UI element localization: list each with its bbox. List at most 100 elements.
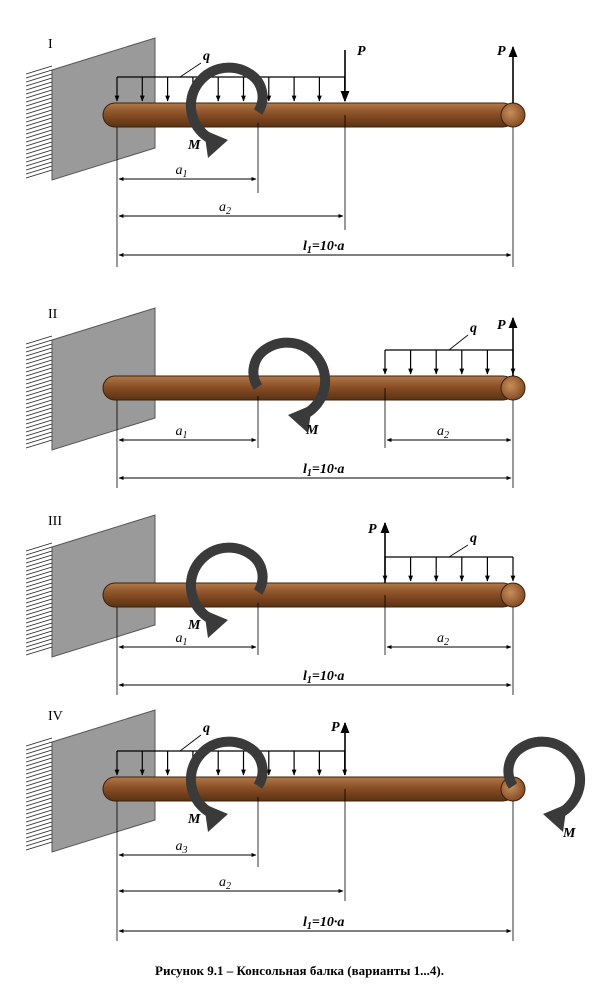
moment-label: M — [305, 423, 319, 438]
dimension: l1=10·a — [118, 669, 512, 687]
hatch-line — [25, 375, 53, 385]
hatch-line — [25, 335, 53, 345]
q-label: q — [203, 721, 210, 736]
hatch-line — [25, 65, 53, 75]
panel-numeral: II — [48, 307, 58, 322]
hatch-line — [25, 785, 53, 795]
dimension: a1 — [118, 424, 257, 442]
hatch-line — [25, 73, 53, 83]
hatch-line — [25, 829, 53, 839]
hatch-line — [25, 419, 53, 429]
hatch-line — [25, 797, 53, 807]
fixed-support — [25, 709, 156, 853]
hatch-line — [25, 141, 53, 151]
dimension-sub: 1 — [183, 169, 188, 180]
hatch-line — [25, 69, 53, 79]
hatch-line — [25, 125, 53, 135]
dimension-suffix: =10·a — [312, 462, 344, 477]
dimension-sub: 1 — [307, 675, 312, 686]
dimension-main: a — [437, 424, 444, 439]
beam — [102, 375, 526, 401]
dimension-sub: 1 — [307, 921, 312, 932]
hatch-line — [25, 439, 53, 449]
figure-caption: Рисунок 9.1 – Консольная балка (варианты… — [155, 963, 444, 978]
dimension-sub: 2 — [444, 430, 449, 441]
moment-arrowhead — [543, 804, 567, 832]
hatch-line — [25, 435, 53, 445]
hatch-line — [25, 415, 53, 425]
q-leader — [179, 62, 202, 78]
q-label: q — [470, 531, 477, 546]
moment-label: M — [187, 618, 201, 633]
hatch-line — [25, 626, 53, 636]
hatch-line — [25, 578, 53, 588]
moment-arc — [185, 542, 268, 627]
moment-arc — [185, 62, 268, 147]
dimension-label: a1 — [176, 424, 188, 441]
dimension-label: a3 — [176, 839, 188, 856]
beam-body — [102, 776, 516, 802]
dimension: a2 — [118, 875, 344, 893]
hatch-line — [25, 157, 53, 167]
dimension-label: a2 — [437, 424, 449, 441]
beam-body — [102, 102, 516, 128]
hatch-line — [25, 749, 53, 759]
dimension-main: a — [176, 424, 183, 439]
hatch-line — [25, 363, 53, 373]
hatch-line — [25, 606, 53, 616]
moment-label: M — [187, 812, 201, 827]
beam — [102, 582, 526, 608]
force-label: P — [497, 318, 506, 333]
moment-arc — [248, 337, 331, 422]
hatch-line — [25, 761, 53, 771]
hatch-line — [25, 85, 53, 95]
hatch-line — [25, 550, 53, 560]
hatch-line — [25, 622, 53, 632]
hatch-line — [25, 153, 53, 163]
hatch-line — [25, 113, 53, 123]
dimension-sub: 1 — [183, 430, 188, 441]
hatch-line — [25, 161, 53, 171]
force-label: P — [368, 522, 377, 537]
hatch-line — [25, 165, 53, 175]
wall-block — [51, 37, 156, 181]
q-leader — [448, 334, 469, 351]
dimension-main: a — [176, 631, 183, 646]
dimension-main: a — [219, 875, 226, 890]
dimension-main: l — [303, 462, 307, 477]
hatch-line — [25, 582, 53, 592]
moment-arc — [185, 736, 268, 821]
dimension-sub: 2 — [226, 206, 231, 217]
dimension-sub: 1 — [307, 245, 312, 256]
moment-arrowhead — [288, 405, 312, 433]
hatch-line — [25, 805, 53, 815]
distributed-load — [382, 349, 516, 375]
hatch-line — [25, 801, 53, 811]
hatch-line — [25, 399, 53, 409]
hatch-line — [25, 423, 53, 433]
dimension-label: a2 — [219, 200, 231, 217]
dimension-sub: 1 — [307, 468, 312, 479]
wall-block — [51, 307, 156, 451]
dimension-main: a — [176, 163, 183, 178]
q-leader — [448, 544, 469, 558]
hatch-line — [25, 89, 53, 99]
hatch-line — [25, 777, 53, 787]
hatch-line — [25, 351, 53, 361]
dimension-sub: 3 — [182, 845, 188, 856]
fixed-support — [25, 514, 156, 658]
hatch-line — [25, 149, 53, 159]
hatch-line — [25, 558, 53, 568]
dimension-suffix: =10·a — [312, 915, 344, 930]
distributed-load — [114, 76, 348, 102]
force-label: P — [497, 44, 506, 59]
hatch-line — [25, 145, 53, 155]
hatch-line — [25, 347, 53, 357]
dimension-label: l1=10·a — [303, 239, 344, 256]
hatch-line — [25, 121, 53, 131]
moment-label: M — [562, 826, 576, 841]
